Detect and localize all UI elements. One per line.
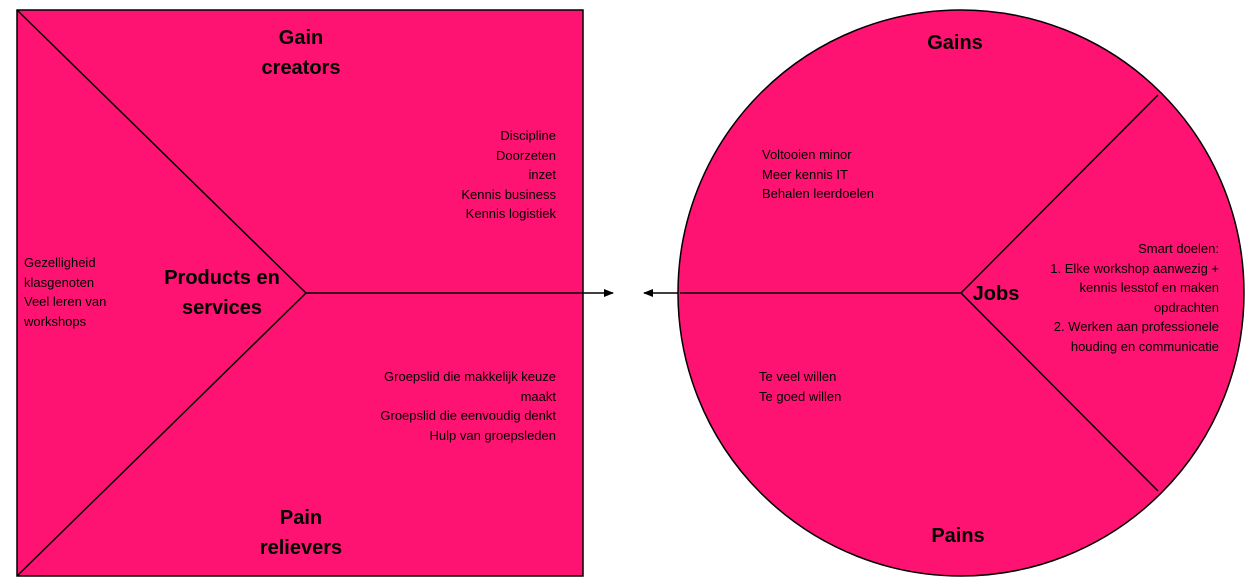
value-map-divider-upper — [16, 9, 307, 294]
list-item: Te goed willen — [759, 388, 842, 404]
list-item: Groepslid die eenvoudig denkt — [380, 408, 556, 423]
list-item: Gezelligheid — [24, 255, 96, 270]
list-item: workshops — [24, 313, 87, 329]
customer-profile-divider-lower — [960, 292, 1159, 492]
products-services-title-line-1: Products en — [164, 267, 280, 289]
value-map-divider-lower — [16, 292, 307, 577]
list-item: 2. Werken aan professionele — [1053, 319, 1219, 334]
gains-list: Voltooien minor Meer kennis IT Behalen l… — [762, 145, 874, 204]
pains-title: Pains — [931, 525, 985, 547]
list-item: Voltooien minor — [762, 147, 852, 162]
list-item: Groepslid die makkelijk keuze — [384, 369, 556, 384]
customer-profile-divider-upper — [960, 94, 1159, 294]
pain-relievers-list: Groepslid die makkelijk keuze maakt Groe… — [380, 367, 556, 445]
list-item: houding en communicatie — [1070, 338, 1219, 354]
products-services-list: Gezelligheid klasgenoten Veel leren van … — [24, 253, 106, 331]
jobs-list: Smart doelen: 1. Elke workshop aanwezig … — [1050, 239, 1219, 356]
products-services-title: Products en services — [154, 263, 290, 323]
gains-title: Gains — [927, 32, 983, 54]
list-item: maakt — [520, 388, 556, 404]
list-item: Discipline — [500, 128, 556, 143]
list-item: Kennis business — [461, 186, 556, 202]
gain-creators-title: Gain creators — [228, 23, 374, 83]
gain-creators-title-line-1: Gain — [278, 27, 324, 49]
list-item: opdrachten — [1153, 299, 1219, 315]
list-item: 1. Elke workshop aanwezig + — [1050, 260, 1219, 276]
pains-list: Te veel willen Te goed willen — [759, 367, 841, 406]
list-item: inzet — [528, 167, 556, 182]
gain-creators-list: Discipline Doorzeten inzet Kennis busine… — [461, 126, 556, 224]
list-item: Kennis logistiek — [465, 206, 556, 221]
list-item: klasgenoten — [24, 274, 95, 290]
list-item: Meer kennis IT — [762, 166, 848, 182]
list-item: Doorzeten — [496, 147, 556, 163]
list-item: Smart doelen: — [1138, 241, 1219, 256]
list-item: Behalen leerdoelen — [762, 186, 875, 201]
gain-creators-title-line-2: creators — [261, 57, 341, 79]
list-item: Hulp van groepsleden — [429, 427, 556, 443]
jobs-title: Jobs — [972, 283, 1020, 305]
pain-relievers-title: Pain relievers — [228, 503, 374, 563]
pain-relievers-title-line-1: Pain — [279, 507, 323, 529]
products-services-title-line-2: services — [181, 297, 263, 319]
pain-relievers-title-line-2: relievers — [259, 537, 343, 559]
list-item: Veel leren van — [24, 294, 107, 309]
list-item: Te veel willen — [759, 369, 837, 384]
list-item: kennis lesstof en maken — [1079, 280, 1219, 295]
